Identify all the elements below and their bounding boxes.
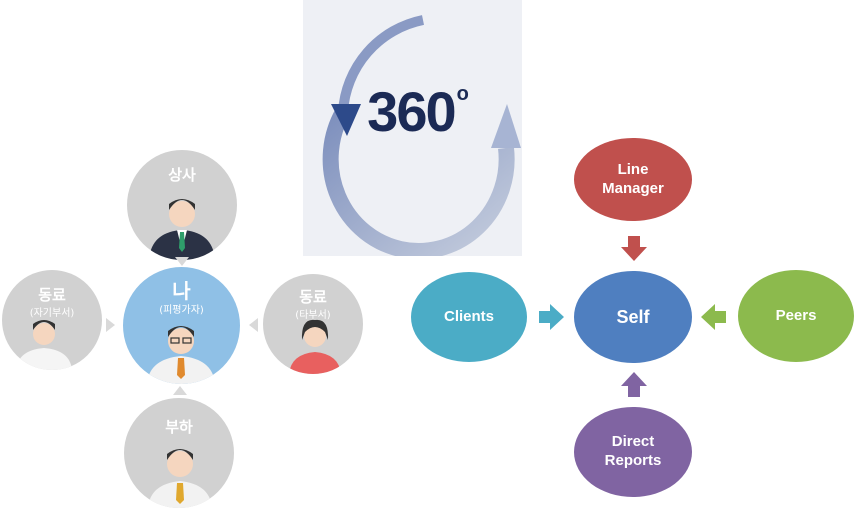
chevron-down-icon bbox=[175, 257, 189, 266]
subordinate-node: 부하 bbox=[124, 398, 234, 508]
peer-same-dept-title: 동료 bbox=[38, 286, 66, 304]
circular-arrow-icon bbox=[322, 15, 521, 256]
degree-symbol: o bbox=[456, 83, 469, 105]
clients-label: Clients bbox=[443, 307, 494, 325]
self-center-node: Self bbox=[574, 271, 692, 363]
self-label: Self bbox=[616, 306, 650, 327]
arrow-left-icon bbox=[701, 304, 726, 330]
self-title: 나 bbox=[172, 279, 191, 303]
superior-title: 상사 bbox=[168, 166, 196, 184]
subordinate-title: 부하 bbox=[165, 418, 193, 436]
peer-other-dept-title: 동료 bbox=[299, 288, 327, 306]
chevron-right-icon bbox=[106, 318, 115, 332]
peer-other-dept-node: 동료 (타부서) bbox=[263, 274, 363, 374]
peers-node: Peers bbox=[738, 270, 854, 362]
chevron-up-icon bbox=[173, 386, 187, 395]
clients-node: Clients bbox=[411, 272, 527, 362]
arrow-up-icon bbox=[621, 372, 647, 397]
line-manager-node: Line Manager bbox=[574, 138, 692, 221]
person-glasses-icon bbox=[147, 326, 215, 384]
line-manager-label-2: Manager bbox=[602, 179, 664, 197]
peer-same-dept-node: 동료 (자기부서) bbox=[2, 270, 102, 370]
direct-reports-label-2: Reports bbox=[604, 452, 662, 469]
superior-node: 상사 bbox=[127, 150, 237, 260]
young-person-icon bbox=[148, 449, 212, 508]
businessman-icon bbox=[149, 199, 215, 260]
direct-reports-node: Direct Reports bbox=[574, 407, 692, 497]
direct-reports-label-1: Direct bbox=[611, 433, 655, 451]
line-manager-label-1: Line bbox=[617, 160, 649, 178]
peer-other-dept-subtitle: (타부서) bbox=[295, 310, 331, 321]
self-node: 나 (피평가자) bbox=[123, 267, 240, 384]
chevron-left-icon bbox=[249, 318, 258, 332]
arrow-right-icon bbox=[539, 304, 564, 330]
peer-same-dept-subtitle: (자기부서) bbox=[29, 308, 75, 319]
woman-icon bbox=[289, 319, 341, 374]
self-subtitle: (피평가자) bbox=[159, 305, 204, 316]
person-icon bbox=[16, 320, 72, 370]
peers-label: Peers bbox=[775, 306, 817, 324]
arrow-down-icon bbox=[621, 236, 647, 261]
